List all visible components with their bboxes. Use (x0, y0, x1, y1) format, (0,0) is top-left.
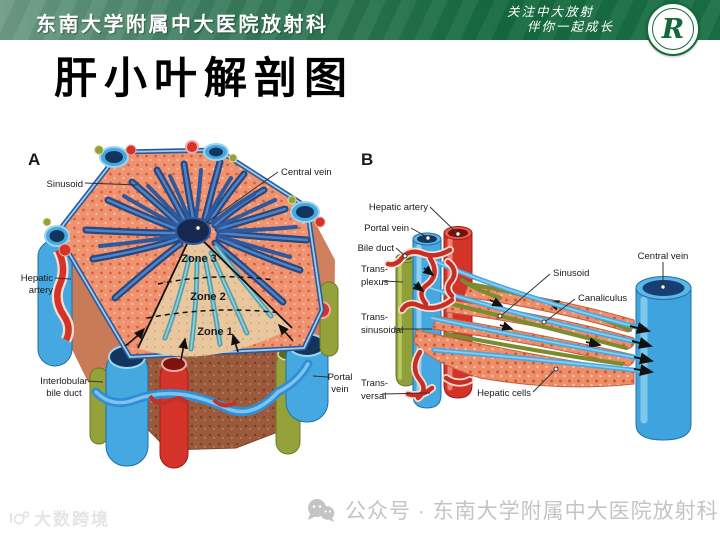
panel-a-letter: A (28, 150, 40, 169)
bile-duct-tube (319, 281, 339, 357)
portal-vein-label-b: Portal vein (364, 223, 409, 234)
portal-triad-corner (287, 195, 326, 228)
wechat-label: 公众号 · 东南大学附属中大医院放射科 (345, 500, 719, 523)
central-vein-marker (195, 225, 201, 231)
corner-watermark: 大数跨境 (8, 505, 110, 530)
interlobular-bile-duct-label: Interlobular (40, 376, 88, 387)
hepatic-artery-marker (455, 231, 461, 237)
zone-2-label: Zone 2 (190, 291, 225, 303)
figure-b-sinusoid-flow: B Hepatic artery Portal vein Bile duct T… (358, 150, 692, 441)
interlobular-bile-duct-label: bile duct (46, 388, 82, 399)
zonal-fan-cutaway (124, 230, 294, 361)
artery-squiggles (148, 394, 238, 408)
hepatic-artery-label-b: Hepatic artery (369, 202, 428, 213)
slide-title: 肝小叶解剖图 (54, 54, 354, 104)
portal-vein-marker (425, 235, 431, 241)
trans-plexus-lead-line (382, 280, 404, 283)
hepatic-cells-label: Hepatic cells (477, 388, 531, 399)
figure-a-liver-lobule: A Sinusoid Central vein Hepatic artery Z… (21, 140, 353, 469)
slogan-line-1: 关注中大放射 (506, 4, 594, 19)
arterial-plexus (384, 246, 474, 402)
corner-watermark-text: 大数跨境 (34, 510, 110, 529)
portal-vein-lead-line (312, 375, 329, 378)
header-slogan: 关注中大放射 伴你一起成长 (507, 4, 614, 34)
sinusoid-marker (497, 313, 503, 319)
portal-vein-label: vein (331, 384, 348, 395)
central-vein-label-b: Central vein (638, 251, 689, 262)
portal-vein-lead-line-b (410, 227, 428, 238)
canaliculus-marker (541, 319, 547, 325)
hepatic-cells-lead-line (532, 369, 556, 393)
zone-3-label: Zone 3 (181, 253, 216, 265)
logo-ring: R (652, 8, 694, 50)
zone-1-label: Zone 1 (197, 326, 232, 338)
canaliculus-label: Canaliculus (578, 293, 627, 304)
portal-vessels-underside (37, 239, 339, 469)
canaliculus-lead-line (545, 298, 576, 322)
sinusoid-lead-line-b (501, 273, 551, 316)
interlobular-bile-duct-lead-line (87, 380, 104, 383)
trans-plexus-label: plexus (361, 277, 389, 288)
trans-versal-label: versal (361, 391, 386, 402)
hepatic-artery-label: artery (29, 285, 54, 296)
triad-illustration (384, 226, 692, 441)
trans-versal-label: Trans- (361, 378, 388, 389)
sinusoid-channels (82, 158, 311, 306)
trans-sinusoidal-label: sinusoidal (361, 325, 403, 336)
hepatic-artery-branch (54, 248, 72, 342)
portal-triad-corner (42, 217, 72, 257)
bile-duct-lead-line (395, 247, 405, 256)
bile-duct-marker (402, 253, 408, 259)
panel-b-letter: B (361, 150, 373, 169)
hepatic-cells-marker (553, 366, 559, 372)
logo-letter: R (661, 13, 685, 45)
wechat-watermark: 公众号 · 东南大学附属中大医院放射科 (306, 495, 719, 525)
portal-vein-label: Portal (328, 372, 353, 383)
trans-plexus-label: Trans- (361, 264, 388, 275)
lobule-illustration (37, 140, 339, 469)
portal-triad-corner (94, 144, 137, 168)
hospital-logo: R (646, 2, 700, 56)
bile-duct-label: Bile duct (358, 243, 395, 254)
hepatic-artery-lead-line (54, 277, 72, 280)
trans-versal-lead-line (381, 392, 431, 395)
hepatic-artery-lead-line-b (429, 206, 458, 234)
central-vein-marker-b (660, 284, 666, 290)
sinusoid-label-b: Sinusoid (553, 268, 589, 279)
bile-duct-tube (89, 367, 109, 445)
hepatic-artery-label: Hepatic (21, 273, 53, 284)
slogan-line-2: 伴你一起成长 (526, 19, 614, 34)
trans-sinusoidal-label: Trans- (361, 312, 388, 323)
central-vein-lead-line (199, 171, 279, 228)
department-title: 东南大学附属中大医院放射科 (36, 14, 329, 36)
sinusoid-label: Sinusoid (47, 179, 83, 190)
corner-watermark-logo-icon (10, 510, 30, 524)
sinusoid-lead-line (84, 182, 138, 186)
header-bar: 东南大学附属中大医院放射科 关注中大放射 伴你一起成长 (0, 0, 720, 40)
portal-triad-corner (185, 140, 238, 163)
hepatic-artery-tube (159, 361, 189, 469)
central-vein-label: Central vein (281, 167, 332, 178)
wechat-icon (308, 498, 335, 522)
central-vein-opening (176, 218, 210, 244)
